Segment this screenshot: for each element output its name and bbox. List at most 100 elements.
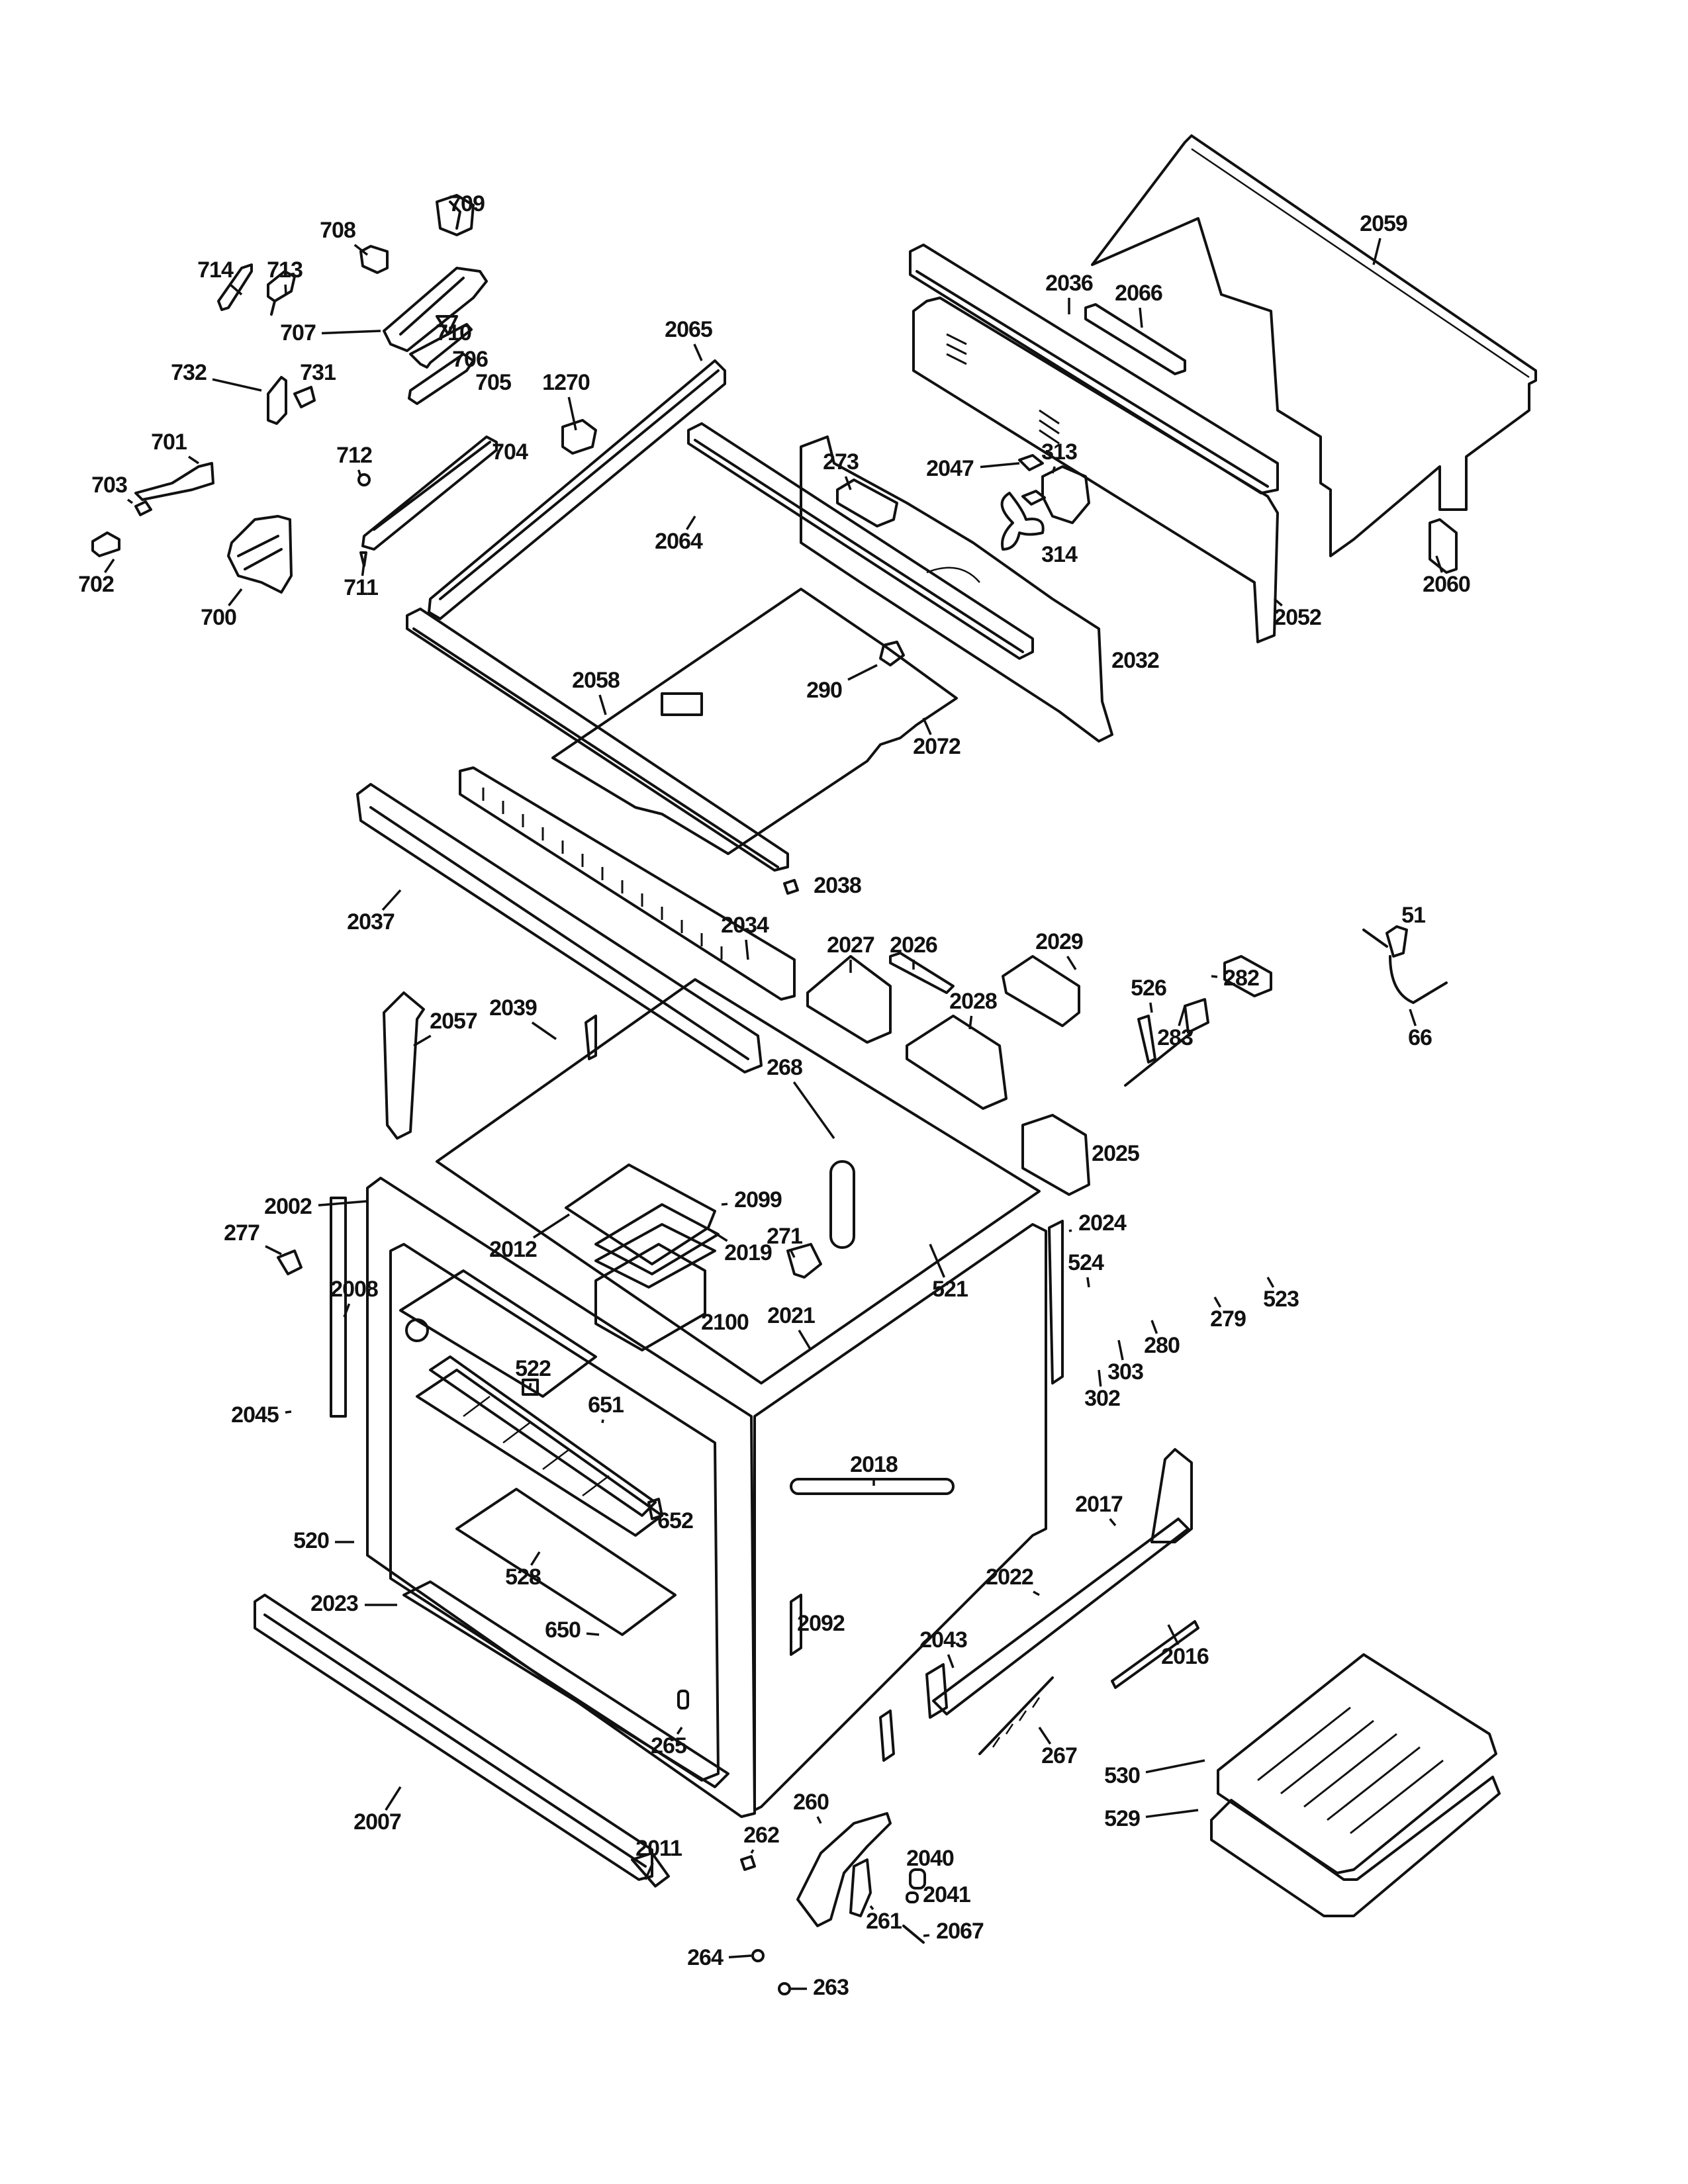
callout-label: 2060	[1423, 572, 1470, 597]
leader-line	[343, 1303, 351, 1318]
part-705-link	[408, 353, 475, 405]
part-2008-light-socket	[405, 1318, 429, 1342]
callout-2052: 2052	[1273, 598, 1322, 630]
callout-label: 2025	[1092, 1141, 1139, 1166]
callout-528: 528	[505, 1551, 541, 1590]
callout-label: 1270	[542, 370, 590, 395]
part-261-hinge-arm	[849, 1858, 872, 1917]
callout-2017: 2017	[1075, 1492, 1123, 1527]
callout-2028: 2028	[949, 989, 998, 1030]
part-oven-cavity-top	[436, 978, 1041, 1385]
part-2021-side-panel	[753, 1223, 1047, 1811]
callout-label: 707	[280, 320, 316, 345]
leader-line	[284, 284, 287, 295]
callout-2099: 2099	[721, 1187, 782, 1212]
leader-line	[532, 1213, 570, 1239]
leader-line	[1266, 1277, 1275, 1288]
leader-line	[844, 476, 852, 490]
callout-280: 280	[1144, 1320, 1180, 1358]
callout-label: 264	[687, 1945, 724, 1970]
callout-label: 2021	[767, 1303, 815, 1328]
part-2066-strip	[1084, 303, 1186, 375]
callout-label: 703	[91, 473, 127, 498]
part-2024-strip	[1048, 1220, 1064, 1385]
callout-label: 523	[1263, 1287, 1299, 1312]
part-2034-vent-duct	[459, 766, 796, 1001]
leader-line	[644, 1862, 654, 1880]
callout-701: 701	[151, 430, 199, 465]
leader-line	[1167, 1624, 1180, 1645]
callout-label: 2028	[949, 989, 997, 1014]
part-700-latch-assembly	[227, 515, 293, 594]
callout-709: 709	[449, 191, 485, 216]
leader-line	[1068, 1229, 1072, 1232]
leader-line	[980, 462, 1020, 469]
callout-2064: 2064	[655, 516, 704, 554]
leader-line	[745, 939, 749, 960]
callout-283: 283	[1157, 1005, 1194, 1050]
callout-650: 650	[545, 1617, 600, 1643]
callout-label: 265	[651, 1733, 686, 1758]
leader-line	[693, 343, 703, 361]
leader-line	[1145, 1809, 1199, 1819]
part-2039-bracket	[585, 1015, 597, 1060]
part-530-broiler-pan-insert	[1217, 1653, 1497, 1874]
callout-label: 51	[1401, 903, 1425, 928]
part-277-bumper	[277, 1250, 303, 1275]
leader-line	[922, 717, 932, 735]
leader-line	[385, 1786, 402, 1811]
leader-line	[1098, 1369, 1102, 1387]
callout-label: 704	[492, 439, 528, 465]
callout-label: 282	[1223, 966, 1259, 991]
part-703-clip	[134, 500, 152, 516]
part-2052-vented-panel	[912, 296, 1279, 643]
callout-2021: 2021	[767, 1303, 816, 1351]
callout-2060: 2060	[1423, 555, 1471, 597]
callout-label: 2092	[797, 1611, 845, 1636]
part-290-thermostat	[879, 641, 905, 666]
callout-label: 711	[344, 575, 378, 600]
part-2047-brackets	[1018, 454, 1046, 506]
callout-703: 703	[91, 473, 134, 504]
leader-line	[676, 1727, 683, 1735]
callout-2018: 2018	[850, 1452, 898, 1486]
part-2023-bottom-frame	[402, 1580, 729, 1788]
callout-711: 711	[344, 562, 379, 600]
leader-line	[1117, 1340, 1124, 1361]
part-264-washer	[751, 1949, 765, 1962]
part-2059-top-shield	[1091, 134, 1537, 557]
callout-label: 713	[267, 257, 303, 283]
callout-2038: 2038	[814, 873, 862, 898]
callout-2057: 2057	[413, 1009, 478, 1047]
leader-line	[531, 1021, 557, 1040]
callout-label: 2029	[1035, 929, 1083, 954]
part-260-door-hinge	[796, 1812, 892, 1927]
leader-line	[586, 1632, 600, 1636]
callout-label: 2037	[347, 909, 395, 934]
callout-2067: 2067	[923, 1919, 984, 1944]
callout-260: 260	[793, 1790, 829, 1824]
callout-261: 261	[866, 1905, 902, 1934]
part-712-nut	[357, 473, 371, 486]
callout-label: 521	[932, 1277, 968, 1302]
callout-2043: 2043	[919, 1627, 968, 1668]
callout-2047: 2047	[926, 456, 1020, 481]
leader-line	[686, 516, 696, 530]
part-2045-gasket	[330, 1197, 347, 1418]
part-2064-rail	[687, 422, 1034, 660]
part-731-switch	[293, 386, 316, 408]
callout-label: 262	[743, 1823, 779, 1848]
part-2057-side-bracket	[383, 991, 425, 1140]
callout-263: 263	[791, 1975, 849, 2000]
part-2002-oven-front-frame	[366, 1177, 756, 1818]
leader-line	[228, 588, 243, 607]
part-2043-hinge-bracket	[879, 1663, 948, 1762]
callout-2039: 2039	[489, 995, 557, 1040]
callout-label: 2041	[923, 1882, 970, 1907]
leader-line	[1051, 466, 1056, 474]
leader-line	[947, 1654, 955, 1668]
leader-line	[598, 694, 607, 715]
part-268-vent-tube	[829, 1160, 855, 1249]
callout-268: 268	[767, 1055, 835, 1140]
